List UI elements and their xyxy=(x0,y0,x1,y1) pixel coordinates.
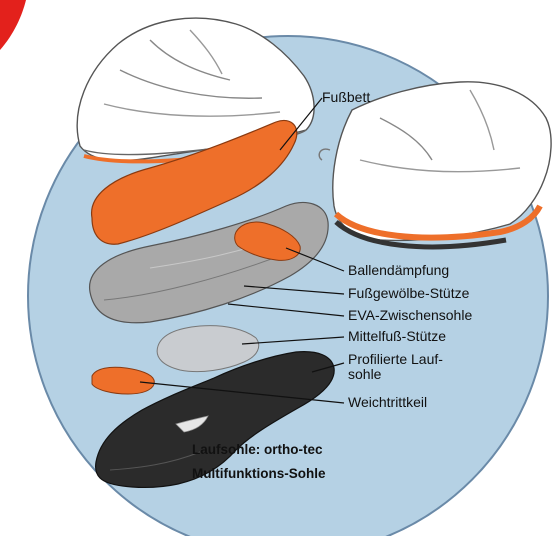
label-mittelfuss: Mittelfuß-Stütze xyxy=(348,329,446,344)
label-weichtritt: Weichtrittkeil xyxy=(348,395,427,410)
caption-line-2: Multifunktions-Sohle xyxy=(192,466,325,481)
label-fussgewoelbe: Fußgewölbe-Stütze xyxy=(348,286,469,301)
caption-line-1: Laufsohle: ortho-tec xyxy=(192,442,323,457)
label-profiliert-1: Profilierte Lauf- xyxy=(348,352,443,367)
label-eva: EVA-Zwischensohle xyxy=(348,308,472,323)
label-ballendaempfung: Ballendämpfung xyxy=(348,263,449,278)
label-fussbett: Fußbett xyxy=(322,90,370,105)
red-corner-badge xyxy=(0,0,26,50)
label-profiliert-2: sohle xyxy=(348,367,381,382)
